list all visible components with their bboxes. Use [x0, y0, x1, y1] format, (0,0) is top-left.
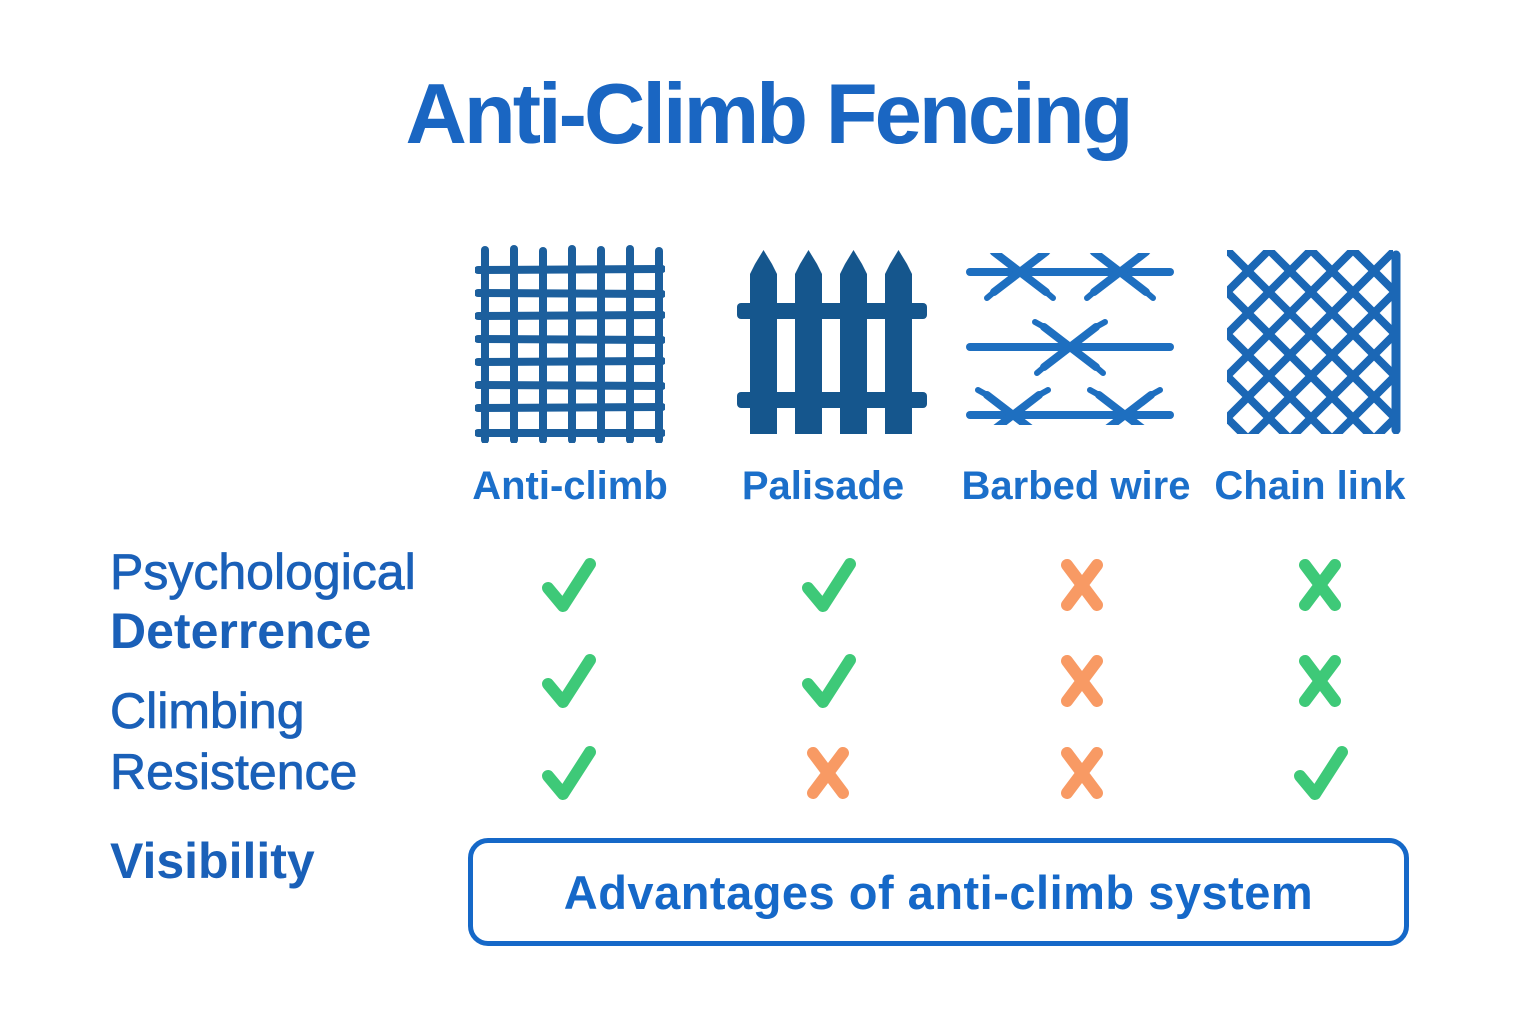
check-mark — [538, 555, 598, 615]
row-label-resistence: Resistence — [110, 744, 358, 800]
column-label-barbed-wire: Barbed wire — [961, 464, 1191, 508]
cross-mark — [1290, 651, 1350, 711]
advantages-label: Advantages of anti-climb system — [563, 865, 1314, 919]
check-mark — [1290, 743, 1350, 803]
palisade-fence-icon — [737, 250, 927, 434]
row-label-climbing: Climbing — [110, 683, 305, 739]
check-mark — [798, 555, 858, 615]
check-mark — [538, 651, 598, 711]
page-title: Anti-Climb Fencing — [405, 67, 1133, 162]
column-label-palisade: Palisade — [741, 464, 905, 508]
barbed-wire-icon — [966, 253, 1174, 425]
column-label-anti-climb: Anti-climb — [472, 464, 668, 508]
row-label-deterrence: Deterrence — [110, 603, 372, 659]
column-label-chain-link: Chain link — [1214, 464, 1406, 508]
check-mark — [538, 743, 598, 803]
row-label-psychological: Psychological — [110, 544, 417, 600]
cross-mark — [1052, 743, 1112, 803]
cross-mark — [1052, 651, 1112, 711]
anti-climb-mesh-icon — [475, 245, 665, 443]
chain-link-fence-icon — [1227, 250, 1401, 434]
cross-mark — [1052, 555, 1112, 615]
cross-mark — [798, 743, 858, 803]
advantages-box: Advantages of anti-climb system — [468, 838, 1409, 946]
check-mark — [798, 651, 858, 711]
row-label-visibility: Visibility — [110, 833, 315, 889]
cross-mark — [1290, 555, 1350, 615]
